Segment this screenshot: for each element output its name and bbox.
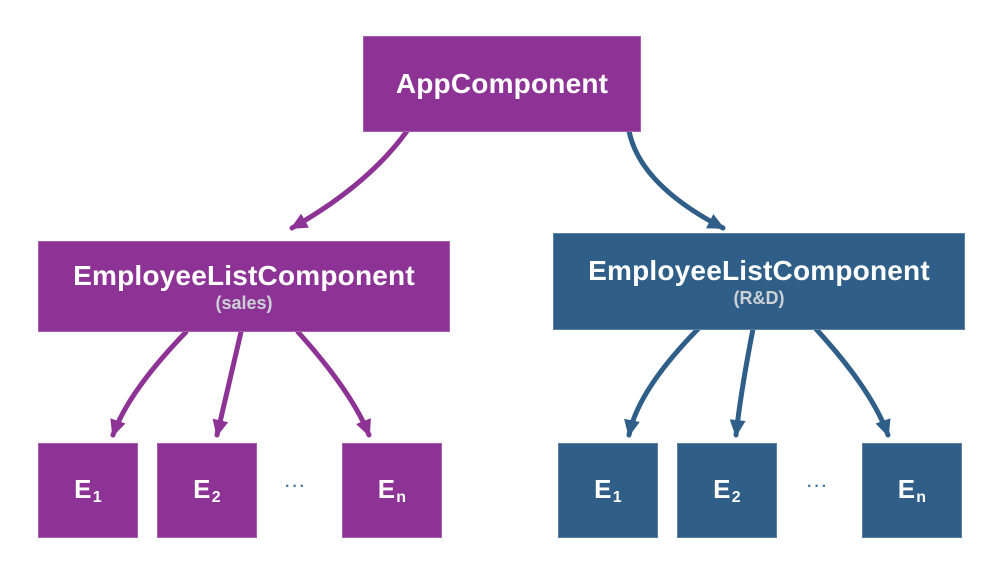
- leaf-label: En: [377, 473, 407, 507]
- leaf-base: E: [193, 473, 211, 504]
- edge-rnd-to-e1: [624, 326, 701, 438]
- leaf-label: E1: [74, 473, 102, 507]
- node-sales-employee-2: E2: [157, 443, 257, 538]
- leaf-base: E: [594, 473, 612, 504]
- ellipsis-rnd: ···: [807, 478, 829, 495]
- edge-sales-to-e2: [212, 329, 244, 438]
- edge-app-to-rnd-list: [626, 128, 726, 231]
- node-sales-employee-n: En: [342, 443, 442, 538]
- leaf-subscript: n: [916, 488, 927, 506]
- node-rnd-employee-1: E1: [558, 443, 658, 538]
- leaf-base: E: [74, 473, 92, 504]
- edge-app-to-sales-list: [289, 128, 410, 231]
- node-title: AppComponent: [395, 67, 609, 99]
- leaf-label: En: [897, 473, 927, 507]
- node-rnd-employee-2: E2: [677, 443, 777, 538]
- leaf-base: E: [377, 473, 396, 504]
- node-rnd-employee-n: En: [862, 443, 962, 538]
- node-app-component: AppComponent: [363, 36, 641, 132]
- node-sales-employee-1: E1: [38, 443, 138, 538]
- edge-rnd-to-e2: [729, 326, 756, 438]
- leaf-subscript: 2: [211, 488, 221, 506]
- leaf-subscript: 1: [612, 488, 622, 506]
- leaf-label: E1: [594, 473, 622, 507]
- node-employee-list-rnd: EmployeeListComponent (R&D): [553, 233, 965, 330]
- edge-sales-to-e1: [110, 329, 189, 438]
- leaf-label: E2: [193, 473, 221, 507]
- leaf-subscript: 1: [92, 488, 102, 506]
- node-title: EmployeeListComponent: [73, 259, 415, 291]
- node-subtitle: (sales): [215, 293, 273, 314]
- leaf-subscript: n: [396, 488, 407, 506]
- leaf-subscript: 2: [731, 488, 741, 506]
- leaf-base: E: [713, 473, 731, 504]
- leaf-base: E: [897, 473, 916, 504]
- node-subtitle: (R&D): [733, 288, 785, 309]
- leaf-label: E2: [713, 473, 741, 507]
- edge-rnd-to-en: [813, 326, 891, 438]
- node-title: EmployeeListComponent: [588, 254, 930, 286]
- ellipsis-sales: ···: [285, 478, 307, 495]
- node-employee-list-sales: EmployeeListComponent (sales): [38, 241, 450, 332]
- edge-sales-to-en: [295, 329, 372, 438]
